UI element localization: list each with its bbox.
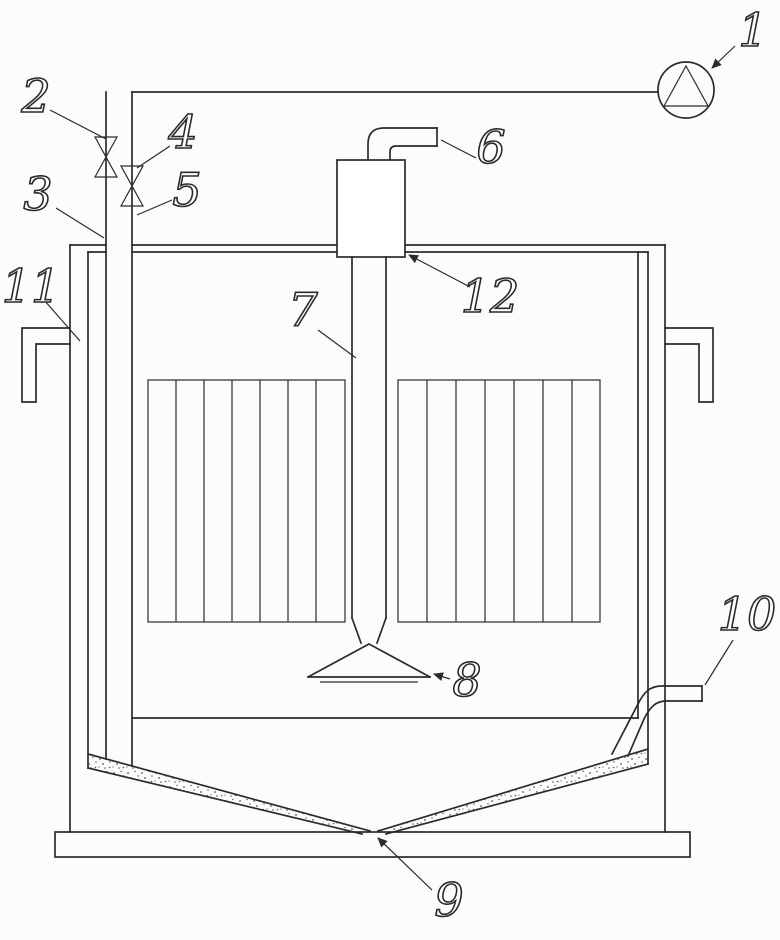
leader-2 — [49, 109, 107, 140]
callout-2: 2 — [20, 69, 50, 123]
vessel-shell — [69, 244, 666, 833]
feed-pipe — [105, 91, 133, 767]
motor-housing — [336, 159, 406, 258]
support-lug-right — [664, 327, 714, 403]
callout-12: 12 — [461, 269, 520, 323]
leader-3 — [55, 207, 105, 239]
callout-6: 6 — [476, 120, 505, 174]
vent-elbow-pipe — [367, 127, 438, 161]
callout-3: 3 — [23, 167, 52, 221]
valve-lower-icon — [119, 165, 145, 207]
callout-11: 11 — [2, 259, 61, 313]
cone-deflector — [306, 643, 432, 683]
leader-9 — [377, 837, 433, 891]
leader-7 — [317, 329, 357, 359]
leader-lines — [43, 45, 736, 891]
callout-4: 4 — [167, 105, 197, 159]
cone-bottom — [86, 747, 650, 836]
agitator-shaft — [350, 256, 388, 645]
callout-5: 5 — [172, 163, 201, 217]
baffle-bank-right — [397, 379, 601, 623]
leader-8 — [433, 672, 451, 681]
leader-4 — [136, 145, 171, 169]
valve-upper-icon — [93, 136, 119, 178]
base-plate — [54, 831, 691, 858]
drain-pipe — [610, 685, 703, 758]
callout-7: 7 — [288, 283, 318, 337]
leader-1 — [711, 45, 736, 69]
leader-11 — [43, 299, 81, 342]
baffle-bank-left — [147, 379, 346, 623]
callout-10: 10 — [718, 587, 777, 641]
callout-1: 1 — [738, 3, 767, 57]
callout-8: 8 — [452, 653, 481, 707]
leader-6 — [440, 139, 477, 159]
leader-10 — [704, 639, 734, 686]
leader-12 — [408, 254, 471, 288]
support-lug-left — [21, 327, 71, 403]
pump-icon — [657, 61, 715, 119]
leader-5 — [136, 199, 173, 216]
callout-9: 9 — [434, 873, 463, 927]
